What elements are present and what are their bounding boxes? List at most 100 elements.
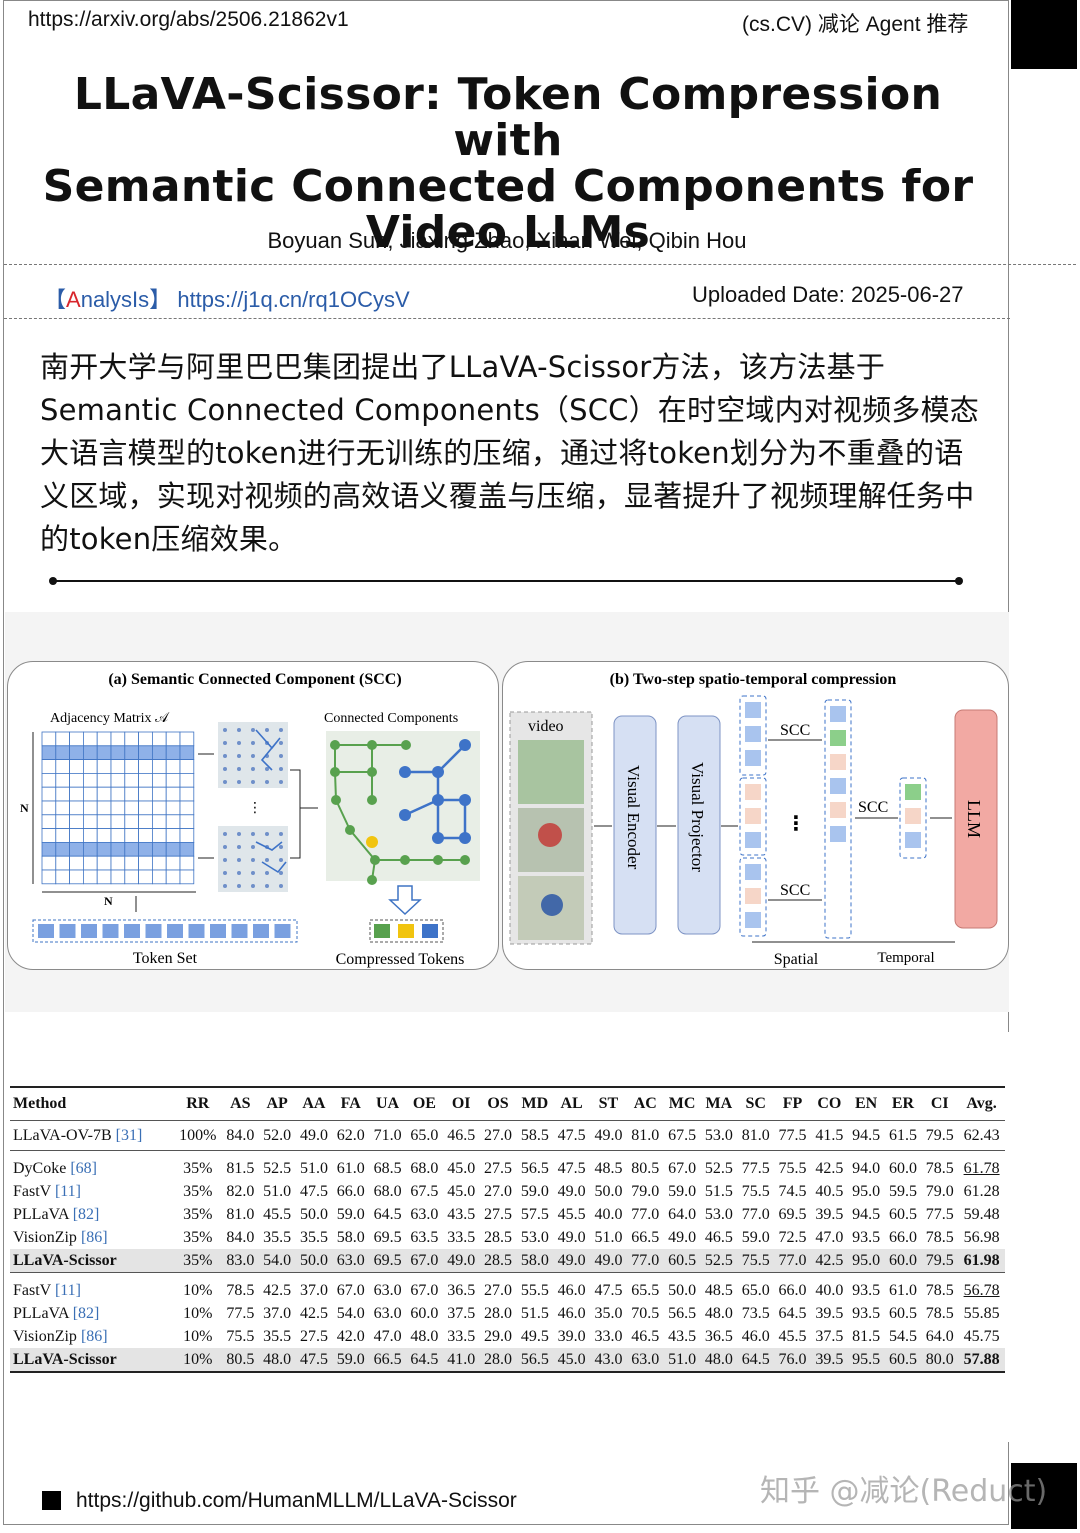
corner-block-bottom — [1011, 1463, 1077, 1529]
table-cell: 49.0 — [553, 1249, 591, 1273]
reference-link[interactable]: [86] — [76, 1327, 108, 1345]
table-cell: 67.0 — [663, 1150, 701, 1180]
table-cell: 60.5 — [888, 1304, 917, 1322]
table-cell: 79.5 — [921, 1120, 959, 1151]
table-cell: 66.0 — [888, 1228, 917, 1246]
method-name: FastV [11] — [13, 1182, 81, 1200]
matrix-cell — [179, 800, 195, 816]
sample-dot — [237, 858, 241, 862]
spatial-column-bottom — [739, 857, 767, 937]
llm-label: LLM — [964, 800, 984, 838]
reference-link[interactable]: [31] — [111, 1126, 143, 1144]
table-cell: 27.5 — [299, 1327, 328, 1345]
table-cell: 43.0 — [590, 1348, 627, 1373]
sample-dot — [251, 754, 255, 758]
matrix-cell — [96, 855, 112, 871]
component-node-blue — [432, 794, 444, 806]
table-cell: 49.0 — [295, 1120, 333, 1151]
table-cell: 81.0 — [737, 1120, 775, 1151]
arxiv-url[interactable]: https://arxiv.org/abs/2506.21862v1 — [28, 8, 349, 31]
header-st: ST — [590, 1086, 627, 1121]
reference-link[interactable]: [11] — [50, 1281, 81, 1299]
visual-encoder-box — [613, 715, 657, 935]
matrix-cell — [83, 745, 98, 760]
component-node-green — [331, 795, 341, 805]
component-edge-blue — [437, 744, 466, 773]
component-node-blue — [432, 766, 444, 778]
matrix-cell — [138, 731, 153, 747]
matrix-cell — [41, 731, 57, 747]
sample-dot — [279, 832, 283, 836]
sample-dot — [237, 845, 241, 849]
method-name: PLLaVA [82] — [13, 1205, 100, 1223]
table-cell: 35.5 — [263, 1228, 292, 1246]
reference-link[interactable]: [68] — [66, 1159, 97, 1177]
header-ma: MA — [700, 1086, 738, 1121]
matrix-cell — [96, 828, 112, 843]
matrix-cell — [41, 869, 57, 885]
table-cell: 47.5 — [295, 1348, 333, 1373]
matrix-cell — [110, 786, 126, 802]
github-link[interactable]: https://github.com/HumanMLLM/LLaVA-Sciss… — [76, 1489, 517, 1512]
matrix-cell — [41, 759, 57, 774]
table-cell: 63.0 — [332, 1249, 370, 1273]
sample-edge — [255, 729, 281, 771]
table-cell: 63.0 — [626, 1348, 664, 1373]
token-square — [745, 808, 761, 824]
video-frame-1 — [518, 740, 584, 804]
spatial-column-mid — [739, 777, 767, 856]
matrix-cell — [179, 869, 195, 885]
spatial-output-column — [824, 699, 852, 939]
table-cell: 58.0 — [516, 1249, 554, 1273]
reference-link[interactable]: [82] — [68, 1205, 100, 1223]
component-node-blue — [459, 832, 471, 844]
matrix-cell — [165, 800, 181, 816]
table-cell: 55.5 — [516, 1272, 554, 1302]
table-cell: 46.0 — [741, 1327, 770, 1345]
component-node-blue — [432, 832, 444, 844]
table-cell: 66.5 — [631, 1228, 660, 1246]
method-name: PLLaVA [82] — [13, 1304, 100, 1322]
table-cell: 37.0 — [263, 1304, 292, 1322]
sample-dot — [251, 832, 255, 836]
matrix-cell — [69, 800, 84, 816]
reference-link[interactable]: [86] — [76, 1228, 108, 1246]
table-cell: 27.0 — [484, 1182, 512, 1200]
table-cell: 52.0 — [258, 1120, 296, 1151]
reference-link[interactable]: [11] — [50, 1182, 81, 1200]
component-edge-green — [349, 829, 376, 861]
sample-dot — [223, 845, 227, 849]
analysis-link[interactable]: https://j1q.cn/rq1OCysV — [177, 287, 410, 312]
table-cell: 56.5 — [516, 1348, 554, 1373]
sample-dot — [265, 832, 269, 836]
component-node-green — [367, 767, 377, 777]
table-cell: 42.0 — [336, 1327, 365, 1345]
component-edge-green — [335, 799, 351, 831]
bracket-close: 】 — [149, 287, 172, 312]
table-cell: 61.78 — [958, 1150, 1005, 1180]
token-square — [830, 730, 846, 746]
table-cell: 39.5 — [815, 1205, 844, 1223]
component-node-green — [367, 875, 377, 885]
analysis-link-row[interactable]: 【AnalysIs】 https://j1q.cn/rq1OCysV — [44, 282, 410, 314]
table-cell: 48.0 — [700, 1348, 738, 1373]
token-square — [745, 750, 761, 766]
sample-dot — [251, 871, 255, 875]
bracket-open: 【 — [44, 287, 67, 312]
matrix-cell — [165, 773, 181, 788]
table-cell: 60.0 — [410, 1304, 439, 1322]
header-co: CO — [810, 1086, 848, 1121]
table-cell: 49.5 — [520, 1327, 549, 1345]
matrix-cell — [138, 842, 153, 857]
character-red — [538, 823, 562, 847]
matrix-cell — [124, 759, 140, 774]
table-cell: 35.5 — [299, 1228, 328, 1246]
table-cell: 43.5 — [447, 1205, 476, 1223]
reference-link[interactable]: [82] — [68, 1304, 100, 1322]
matrix-cell — [138, 759, 153, 774]
matrix-cell — [151, 786, 167, 802]
ellipsis-a: ⋮ — [248, 800, 262, 816]
